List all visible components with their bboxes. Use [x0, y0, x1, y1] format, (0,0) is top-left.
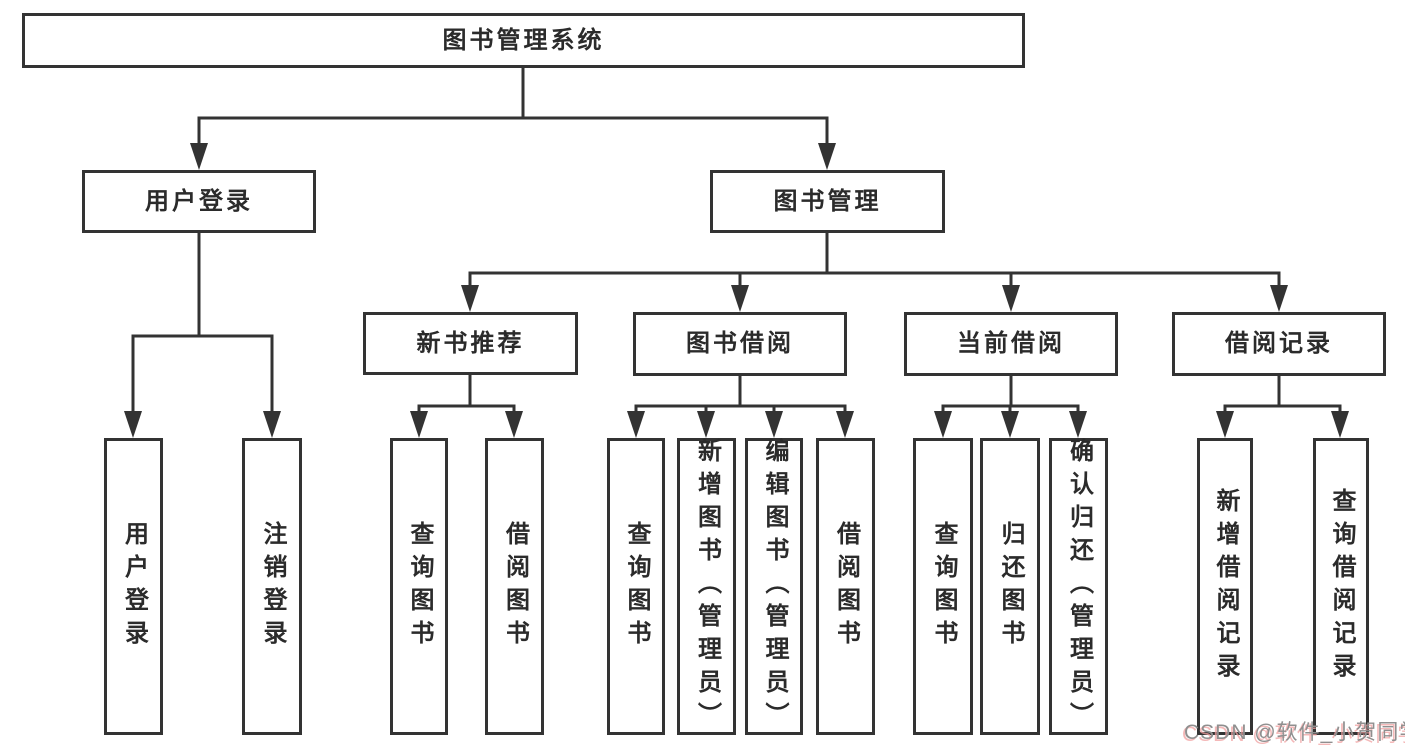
node-leaf-logout: 注销登录 [242, 438, 302, 735]
node-user-login: 用户登录 [82, 170, 316, 233]
node-leaf-return-books: 归还图书 [980, 438, 1040, 735]
node-label-leaf-confirm-return-admin: 确认归还（管理员） [1065, 438, 1093, 735]
node-leaf-add-books-admin: 新增图书（管理员） [677, 438, 736, 735]
node-label-leaf-query-books-current: 查询图书 [930, 520, 957, 653]
node-label-leaf-borrow-books-recommend: 借阅图书 [501, 520, 529, 653]
node-leaf-borrow-books-recommend: 借阅图书 [485, 438, 544, 735]
node-leaf-confirm-return-admin: 确认归还（管理员） [1049, 438, 1108, 735]
node-label-root: 图书管理系统 [442, 26, 605, 54]
node-book-borrow: 图书借阅 [633, 312, 847, 376]
node-book-management: 图书管理 [710, 170, 945, 233]
node-label-leaf-query-books-borrow: 查询图书 [623, 520, 650, 653]
node-leaf-query-books-borrow: 查询图书 [607, 438, 665, 735]
node-label-leaf-add-borrow-record: 新增借阅记录 [1212, 487, 1239, 686]
node-label-leaf-user-login: 用户登录 [120, 520, 148, 653]
node-leaf-edit-books-admin: 编辑图书（管理员） [745, 438, 803, 735]
node-leaf-user-login: 用户登录 [104, 438, 163, 735]
node-label-current-borrow: 当前借阅 [957, 330, 1065, 357]
node-new-book-recommend: 新书推荐 [363, 312, 578, 375]
node-label-leaf-query-borrow-record: 查询借阅记录 [1328, 487, 1355, 686]
node-label-user-login: 用户登录 [145, 187, 253, 215]
node-root: 图书管理系统 [22, 13, 1025, 68]
node-current-borrow: 当前借阅 [904, 312, 1118, 376]
node-leaf-query-books-recommend: 查询图书 [390, 438, 448, 735]
node-label-new-book-recommend: 新书推荐 [416, 329, 525, 357]
node-label-leaf-return-books: 归还图书 [997, 520, 1024, 653]
node-leaf-add-borrow-record: 新增借阅记录 [1197, 438, 1253, 735]
node-label-book-management: 图书管理 [773, 187, 882, 215]
node-label-leaf-add-books-admin: 新增图书（管理员） [693, 438, 721, 735]
watermark: CSDN @软件_小贺同学 [1184, 721, 1405, 744]
node-label-leaf-edit-books-admin: 编辑图书（管理员） [761, 438, 788, 735]
node-label-leaf-borrow-books-borrow: 借阅图书 [832, 520, 860, 653]
node-leaf-query-books-current: 查询图书 [913, 438, 973, 735]
node-label-leaf-logout: 注销登录 [259, 520, 286, 653]
node-label-leaf-query-books-recommend: 查询图书 [406, 520, 433, 653]
node-leaf-query-borrow-record: 查询借阅记录 [1313, 438, 1369, 735]
node-borrow-record: 借阅记录 [1172, 312, 1386, 376]
node-label-book-borrow: 图书借阅 [686, 330, 794, 357]
node-label-borrow-record: 借阅记录 [1225, 330, 1333, 357]
node-leaf-borrow-books-borrow: 借阅图书 [816, 438, 875, 735]
